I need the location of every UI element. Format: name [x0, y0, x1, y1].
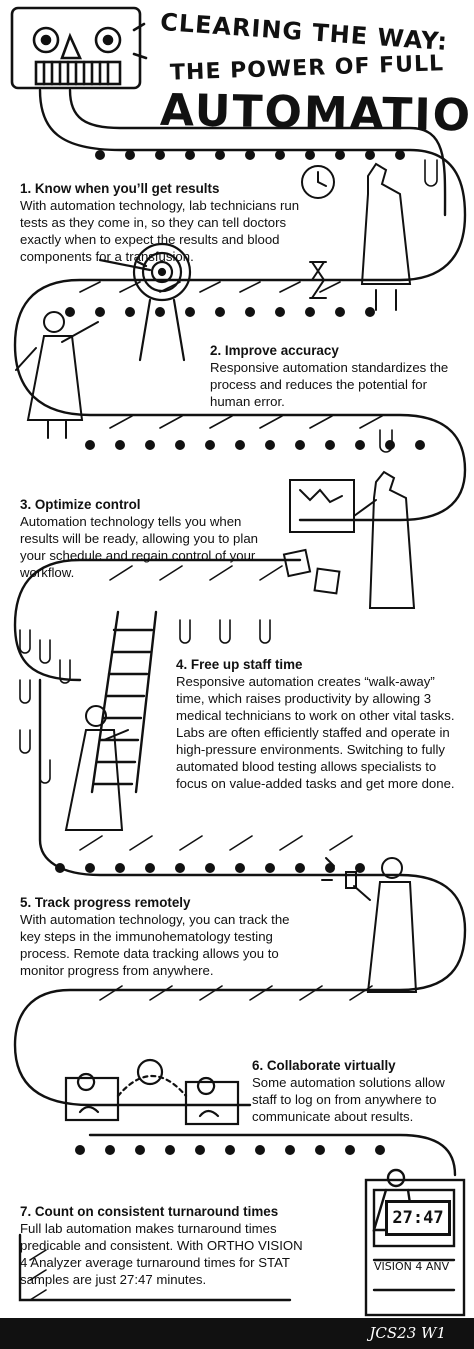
analyzer-machine-illustration	[364, 1168, 466, 1317]
target-illustration	[98, 242, 192, 362]
conveyor-belt	[13, 88, 467, 1302]
step-3-heading: 3. Optimize control	[20, 497, 141, 512]
step-5-heading: 5. Track progress remotely	[20, 895, 191, 910]
step-4: 4. Free up staff time Responsive automat…	[176, 656, 466, 792]
step-7: 7. Count on consistent turnaround times …	[20, 1203, 310, 1288]
step-4-text: Responsive automation creates “walk-away…	[176, 674, 455, 791]
title-line-3: AUTOMATION	[159, 84, 474, 143]
step-5-text: With automation technology, you can trac…	[20, 912, 290, 978]
step-6-text: Some automation solutions allow staff to…	[252, 1075, 445, 1124]
step-6-heading: 6. Collaborate virtually	[252, 1058, 396, 1073]
step-7-heading: 7. Count on consistent turnaround times	[20, 1204, 279, 1219]
robot-head-illustration	[10, 6, 148, 90]
video-call-monitors-illustration	[64, 1058, 240, 1126]
step-2-text: Responsive automation standardizes the p…	[210, 360, 449, 409]
monitor-technician-illustration	[282, 470, 416, 609]
artist-signature: JCS23 W1	[369, 1324, 446, 1342]
phone-technician-illustration	[321, 857, 418, 993]
step-5: 5. Track progress remotely With automati…	[20, 894, 310, 979]
test-tube-pattern	[19, 159, 438, 784]
archer-technician-illustration	[15, 311, 99, 439]
step-6: 6. Collaborate virtually Some automation…	[252, 1057, 470, 1125]
step-2: 2. Improve accuracy Responsive automatio…	[210, 342, 468, 410]
footer-bar: JCS23 W1	[0, 1318, 474, 1349]
climbing-technician-illustration	[64, 705, 129, 831]
step-7-text: Full lab automation makes turnaround tim…	[20, 1221, 303, 1287]
belt-rollers	[55, 150, 425, 1155]
step-1-text: With automation technology, lab technici…	[20, 198, 300, 264]
step-1-heading: 1. Know when you’ll get results	[20, 181, 220, 196]
analyzer-clock-display: 27:47	[385, 1200, 451, 1236]
ladder-illustration	[90, 610, 158, 794]
step-2-heading: 2. Improve accuracy	[210, 343, 339, 358]
technician-clock-illustration	[301, 162, 412, 311]
belt-hatching	[29, 281, 383, 1301]
step-3: 3. Optimize control Automation technolog…	[20, 496, 275, 581]
step-4-heading: 4. Free up staff time	[176, 657, 303, 672]
step-1: 1. Know when you’ll get results With aut…	[20, 180, 310, 265]
step-3-text: Automation technology tells you when res…	[20, 514, 258, 580]
analyzer-label: VISION 4 ANV	[374, 1260, 450, 1273]
